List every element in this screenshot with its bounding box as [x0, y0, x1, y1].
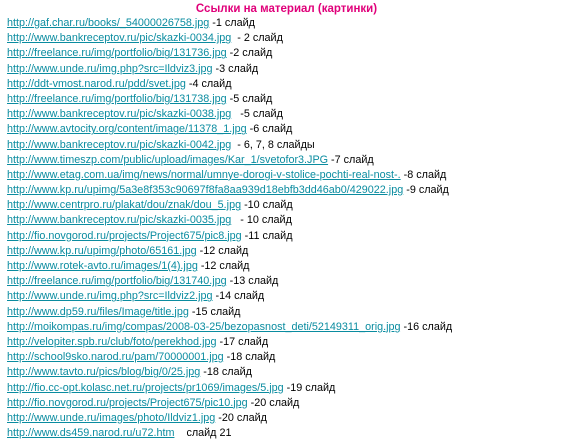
- slide-reference: -17 слайд: [216, 335, 269, 348]
- slide-reference: -4 слайд: [185, 77, 232, 90]
- slide-reference: -2 слайд: [226, 47, 273, 60]
- source-link[interactable]: http://freelance.ru/img/portfolio/big/13…: [7, 275, 227, 288]
- source-link[interactable]: http://ddt-vmost.narod.ru/pdd/svet.jpg: [7, 77, 186, 90]
- slide-reference: -9 слайд: [403, 184, 449, 197]
- slide-reference: -5 слайд: [226, 92, 273, 105]
- list-item: http://school9sko.narod.ru/pam/70000001.…: [7, 350, 567, 365]
- source-link[interactable]: http://www.ds459.narod.ru/u72.htm: [7, 427, 175, 440]
- slide-reference: -13 слайд: [226, 275, 279, 288]
- list-item: http://www.dp59.ru/files/Image/title.jpg…: [7, 305, 567, 320]
- list-item: http://moikompas.ru/img/compas/2008-03-2…: [7, 320, 567, 335]
- list-item: http://www.tavto.ru/pics/blog/big/0/25.j…: [7, 365, 567, 380]
- list-item: http://www.bankreceptov.ru/pic/skazki-00…: [7, 138, 567, 153]
- source-link[interactable]: http://www.kp.ru/upimg/5a3e8f353c90697f8…: [7, 184, 404, 197]
- source-link[interactable]: http://freelance.ru/img/portfolio/big/13…: [7, 47, 227, 60]
- list-item: http://www.kp.ru/upimg/photo/65161.jpg -…: [7, 244, 567, 259]
- source-link[interactable]: http://velopiter.spb.ru/club/foto/perekh…: [7, 335, 217, 348]
- source-link[interactable]: http://www.dp59.ru/files/Image/title.jpg: [7, 305, 189, 318]
- list-item: http://www.bankreceptov.ru/pic/skazki-00…: [7, 213, 567, 228]
- list-item: http://www.etag.com.ua/img/news/normal/u…: [7, 168, 567, 183]
- list-item: http://www.centrpro.ru/plakat/dou/znak/d…: [7, 198, 567, 213]
- slide-reference: -20 слайд: [215, 411, 267, 424]
- source-link[interactable]: http://fio.novgorod.ru/projects/Project6…: [7, 396, 248, 409]
- source-link[interactable]: http://www.timeszp.com/public/upload/ima…: [7, 153, 329, 166]
- slide-reference: -12 слайд: [196, 244, 249, 257]
- source-link[interactable]: http://www.unde.ru/images/photo/Ildviz1.…: [7, 411, 216, 424]
- slide-reference: -8 слайд: [400, 168, 447, 181]
- source-link[interactable]: http://www.bankreceptov.ru/pic/skazki-00…: [7, 108, 232, 121]
- slide-reference: -10 слайд: [241, 199, 293, 212]
- source-link[interactable]: http://school9sko.narod.ru/pam/70000001.…: [7, 351, 224, 364]
- list-item: http://www.bankreceptov.ru/pic/skazki-00…: [7, 31, 567, 46]
- source-link[interactable]: http://gaf.char.ru/books/_54000026758.jp…: [7, 17, 210, 29]
- source-link[interactable]: http://www.centrpro.ru/plakat/dou/znak/d…: [7, 199, 242, 212]
- list-item: http://www.avtocity.org/content/image/11…: [7, 122, 567, 137]
- list-item: http://www.timeszp.com/public/upload/ima…: [7, 153, 567, 168]
- source-link[interactable]: http://www.avtocity.org/content/image/11…: [7, 123, 247, 136]
- slide-reference: -6 слайд: [246, 123, 293, 136]
- source-link[interactable]: http://www.bankreceptov.ru/pic/skazki-00…: [7, 138, 232, 151]
- source-link[interactable]: http://www.bankreceptov.ru/pic/skazki-00…: [7, 214, 232, 227]
- source-link[interactable]: http://moikompas.ru/img/compas/2008-03-2…: [7, 320, 401, 333]
- slide-reference: -12 слайд: [197, 260, 250, 272]
- source-link[interactable]: http://www.tavto.ru/pics/blog/big/0/25.j…: [7, 366, 201, 379]
- slide-reference: -15 слайд: [188, 305, 241, 318]
- links-list: http://gaf.char.ru/books/_54000026758.jp…: [7, 16, 567, 441]
- list-item: http://fio.cc-opt.kolasc.net.ru/projects…: [7, 381, 567, 396]
- slide-reference: - 6, 7, 8 слайды: [231, 138, 315, 151]
- source-link[interactable]: http://www.bankreceptov.ru/pic/skazki-00…: [7, 32, 232, 45]
- list-item: http://www.unde.ru/images/photo/Ildviz1.…: [7, 411, 567, 426]
- list-item: http://www.bankreceptov.ru/pic/skazki-00…: [7, 107, 567, 122]
- list-item: http://www.unde.ru/img.php?src=Ildviz2.j…: [7, 289, 567, 304]
- slide-reference: -19 слайд: [283, 381, 336, 394]
- list-item: http://fio.novgorod.ru/projects/Project6…: [7, 229, 567, 244]
- source-link[interactable]: http://freelance.ru/img/portfolio/big/13…: [7, 92, 227, 105]
- slide-reference: -5 слайд: [231, 108, 283, 121]
- list-item: http://www.rotek-avto.ru/images/1(4).jpg…: [7, 259, 567, 274]
- slide-reference: слайд 21: [174, 427, 232, 440]
- list-item: http://freelance.ru/img/portfolio/big/13…: [7, 274, 567, 289]
- slide-reference: -18 слайд: [200, 366, 252, 379]
- list-item: http://freelance.ru/img/portfolio/big/13…: [7, 92, 567, 107]
- list-item: http://fio.novgorod.ru/projects/Project6…: [7, 396, 567, 411]
- slide-reference: - 2 слайд: [231, 32, 283, 45]
- list-item: http://ddt-vmost.narod.ru/pdd/svet.jpg -…: [7, 77, 567, 92]
- slide-reference: - 10 слайд: [231, 214, 292, 227]
- list-item: http://www.kp.ru/upimg/5a3e8f353c90697f8…: [7, 183, 567, 198]
- source-link[interactable]: http://www.unde.ru/img.php?src=Ildviz2.j…: [7, 290, 213, 303]
- source-link[interactable]: http://www.rotek-avto.ru/images/1(4).jpg: [7, 260, 198, 272]
- slide-reference: -14 слайд: [212, 290, 265, 303]
- source-link[interactable]: http://fio.novgorod.ru/projects/Project6…: [7, 229, 242, 242]
- slide-reference: -1 слайд: [209, 17, 255, 29]
- list-item: http://velopiter.spb.ru/club/foto/perekh…: [7, 335, 567, 350]
- source-link[interactable]: http://fio.cc-opt.kolasc.net.ru/projects…: [7, 381, 284, 394]
- source-link[interactable]: http://www.unde.ru/img.php?src=Ildviz3.j…: [7, 62, 213, 75]
- list-item: http://freelance.ru/img/portfolio/big/13…: [7, 46, 567, 61]
- source-link[interactable]: http://www.kp.ru/upimg/photo/65161.jpg: [7, 244, 197, 257]
- slide-reference: -3 слайд: [212, 62, 259, 75]
- list-item: http://gaf.char.ru/books/_54000026758.jp…: [7, 16, 567, 31]
- source-link[interactable]: http://www.etag.com.ua/img/news/normal/u…: [7, 168, 401, 181]
- slide-reference: -20 слайд: [247, 396, 300, 409]
- slide-reference: -7 слайд: [328, 153, 374, 166]
- slide-reference: -11 слайд: [241, 229, 293, 242]
- slide-reference: -18 слайд: [223, 351, 276, 364]
- list-item: http://www.ds459.narod.ru/u72.htm слайд …: [7, 426, 567, 441]
- list-item: http://www.unde.ru/img.php?src=Ildviz3.j…: [7, 62, 567, 77]
- slide-reference: -16 слайд: [400, 320, 453, 333]
- page-title: Ссылки на материал (картинки): [195, 3, 378, 15]
